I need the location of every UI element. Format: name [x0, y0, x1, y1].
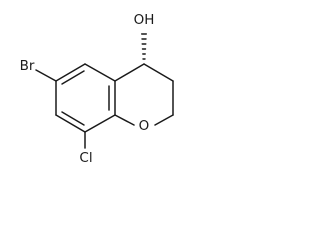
- inner-double-bond-c7-c8: [61, 111, 85, 126]
- bromine-label: Br: [20, 58, 35, 74]
- hydroxyl-label: OH: [134, 12, 155, 28]
- chemical-structure-diagram: OH Br Cl O: [20, 12, 174, 166]
- inner-double-bond-c5-c6: [61, 70, 85, 85]
- bond-c2-o1: [154, 114, 174, 126]
- bond-c6-br: [35, 69, 57, 82]
- bond-c4-c3: [143, 63, 174, 82]
- aromatic-bond-c8-c8a: [84, 114, 116, 133]
- chlorine-label: Cl: [79, 150, 92, 166]
- hashed-wedge-bond-c4-oh: [140, 33, 148, 60]
- bond-c4a-c4: [114, 63, 145, 82]
- bond-o1-c8a: [114, 114, 135, 126]
- structure-canvas: OH Br Cl O: [20, 12, 174, 166]
- aromatic-bond-c5-c6: [55, 63, 86, 82]
- bond-layer: [35, 63, 174, 149]
- ring-oxygen-label: O: [139, 118, 150, 134]
- aromatic-bond-c4a-c5: [84, 63, 116, 82]
- aromatic-bond-c7-c8: [55, 114, 86, 133]
